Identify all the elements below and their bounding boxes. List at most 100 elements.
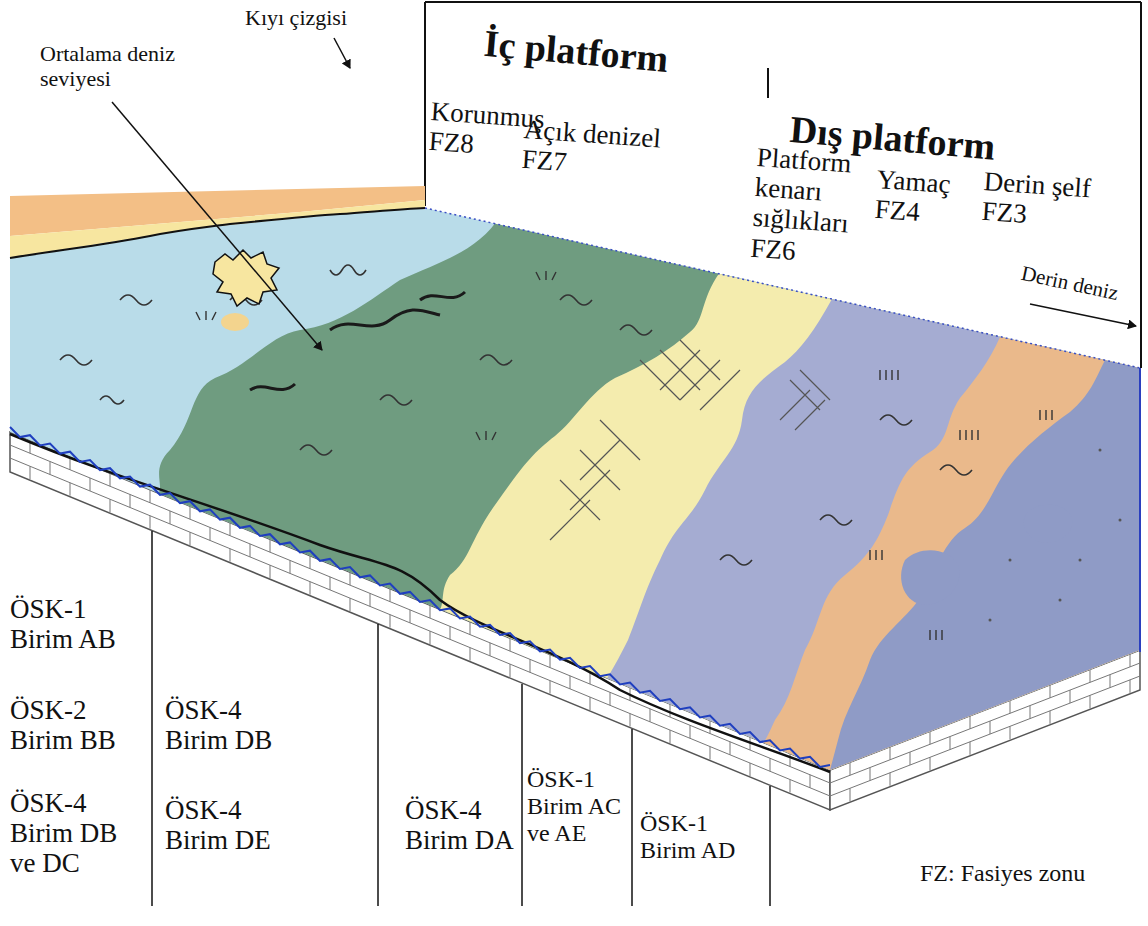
brick-joint	[1010, 726, 1011, 739]
coastline	[10, 208, 425, 258]
sea-level-line	[10, 427, 830, 767]
facies-surface	[0, 150, 1148, 900]
brick-joint	[950, 737, 951, 750]
brick-joint	[50, 461, 51, 474]
brick-joint	[350, 572, 351, 585]
brick-joint	[810, 775, 811, 788]
brick-joint	[890, 773, 891, 786]
brick-joint	[230, 549, 231, 562]
brick-joint	[570, 676, 571, 689]
brick-joint	[770, 758, 771, 771]
brick-joint	[510, 638, 511, 651]
brick-joint	[110, 499, 111, 512]
unit-label: ÖSK-2 Birim BB	[10, 695, 138, 755]
brick-joint	[330, 577, 331, 590]
facies-zone-label: Platform kenarı sığlıkları FZ6	[750, 142, 876, 271]
sea-level-zigzag	[10, 427, 830, 767]
brick-joint	[970, 716, 971, 729]
facies-zone-label: Derin şelf FZ3	[981, 166, 1110, 235]
brick-joint	[390, 589, 391, 602]
brick-joint	[90, 478, 91, 491]
unit-label: ÖSK-4 Birim DE	[165, 795, 293, 855]
unit-label: ÖSK-1 Birim AD	[640, 810, 758, 864]
brick-joint	[790, 754, 791, 767]
brick-joint	[1010, 700, 1011, 713]
coastal-island	[213, 250, 279, 331]
brick-joint	[1070, 690, 1071, 703]
brick-joint	[550, 655, 551, 668]
brick-joint	[70, 483, 71, 496]
brick-joint	[310, 556, 311, 569]
note-label: FZ: Fasiyes zonu	[920, 860, 1085, 887]
brick-joint	[430, 605, 431, 618]
brick-joint	[1050, 711, 1051, 724]
brick-joint	[30, 466, 31, 479]
brick-joint	[550, 681, 551, 694]
brick-joint	[1030, 706, 1031, 719]
brick-joint	[890, 747, 891, 760]
brick-joint	[190, 532, 191, 545]
brick-joint	[710, 747, 711, 760]
brick-joint	[850, 788, 851, 801]
brick-joint	[1090, 695, 1091, 708]
brick-joint	[230, 523, 231, 536]
brick-joint	[1130, 680, 1131, 693]
brick-joint	[150, 490, 151, 503]
brick-joint	[270, 539, 271, 552]
callout-label: Ortalama deniz seviyesi	[40, 42, 190, 91]
brick-joint	[850, 762, 851, 775]
brick-joint	[670, 704, 671, 717]
facies-zone-label: Yamaç FZ4	[874, 164, 964, 230]
unit-label: ÖSK-4 Birim DA	[405, 795, 517, 855]
brick-joint	[290, 560, 291, 573]
brick-joint	[670, 730, 671, 743]
brick-joint	[110, 473, 111, 486]
unit-label: ÖSK-4 Birim DB	[165, 695, 293, 755]
unit-label: ÖSK-4 Birim DB ve DC	[10, 788, 138, 879]
brick-joint	[410, 610, 411, 623]
brick-joint	[730, 742, 731, 755]
brick-joint	[250, 544, 251, 557]
zone-heading: İç platform	[482, 22, 670, 80]
brick-joint	[1050, 685, 1051, 698]
brick-joint	[610, 692, 611, 705]
brick-joint	[910, 752, 911, 765]
brick-joint	[1130, 654, 1131, 667]
callout-label: Derin deniz	[1019, 262, 1120, 305]
brick-joint	[210, 527, 211, 540]
brick-joint	[930, 757, 931, 770]
brick-joint	[470, 622, 471, 635]
brick-joint	[990, 721, 991, 734]
brick-joint	[150, 516, 151, 529]
brick-joint	[470, 648, 471, 661]
brick-joint	[630, 714, 631, 727]
brick-joint	[870, 768, 871, 781]
facies-zone-label: Açık denizel FZ7	[521, 114, 690, 186]
brick-joint	[350, 598, 351, 611]
brick-joint	[930, 731, 931, 744]
callout-label: Kıyı çizgisi	[245, 6, 347, 31]
brick-joint	[370, 593, 371, 606]
brick-joint	[750, 763, 751, 776]
brick-joint	[530, 659, 531, 672]
brick-joint	[170, 511, 171, 524]
brick-joint	[130, 494, 131, 507]
brick-joint	[430, 631, 431, 644]
brick-joint	[690, 725, 691, 738]
brick-joint	[490, 643, 491, 656]
unit-label: ÖSK-1 Birim AC ve AE	[527, 766, 627, 847]
brick-joint	[450, 626, 451, 639]
brick-joint	[270, 565, 271, 578]
brick-joint	[790, 780, 791, 793]
brick-joint	[970, 742, 971, 755]
sea-surface-edge	[1139, 368, 1141, 652]
brick-joint	[590, 697, 591, 710]
leader-lines	[112, 38, 1136, 350]
section-dividers	[152, 531, 770, 906]
brick-joint	[190, 506, 191, 519]
brick-joint	[1110, 675, 1111, 688]
brick-joint	[510, 664, 511, 677]
brick-joint	[310, 582, 311, 595]
brick-joint	[390, 615, 391, 628]
